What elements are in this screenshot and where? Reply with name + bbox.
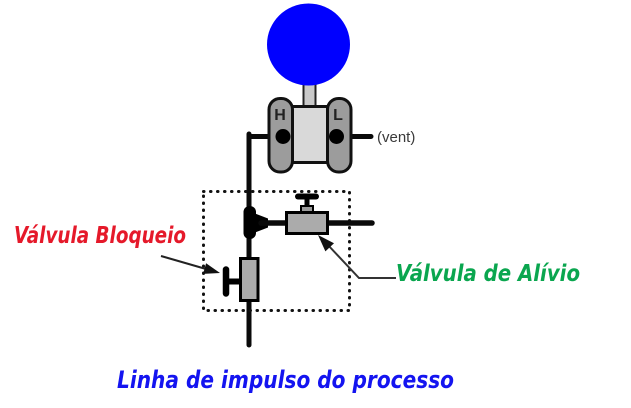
low-port-dot xyxy=(329,129,344,144)
block-valve-arrow xyxy=(160,255,220,274)
relief-valve-body xyxy=(285,211,329,235)
manifold-dashed-box xyxy=(202,190,351,312)
transmitter-body xyxy=(290,105,329,164)
relief-valve-label: Válvula de Alívio xyxy=(396,261,580,287)
relief-valve-arrowhead xyxy=(318,235,334,252)
impulse-line-caption: Linha de impulso do processo xyxy=(117,366,454,394)
block-valve-label: Válvula Bloqueio xyxy=(14,223,186,249)
pressure-indicator xyxy=(267,3,350,86)
block-valve-body xyxy=(239,257,260,302)
relief-valve-leader xyxy=(318,235,396,279)
high-port-dot xyxy=(275,129,291,144)
low-port-label: L xyxy=(333,107,343,124)
relief-valve-stem xyxy=(304,196,310,207)
vent-label: (vent) xyxy=(377,129,415,146)
high-port-label: H xyxy=(274,107,286,124)
